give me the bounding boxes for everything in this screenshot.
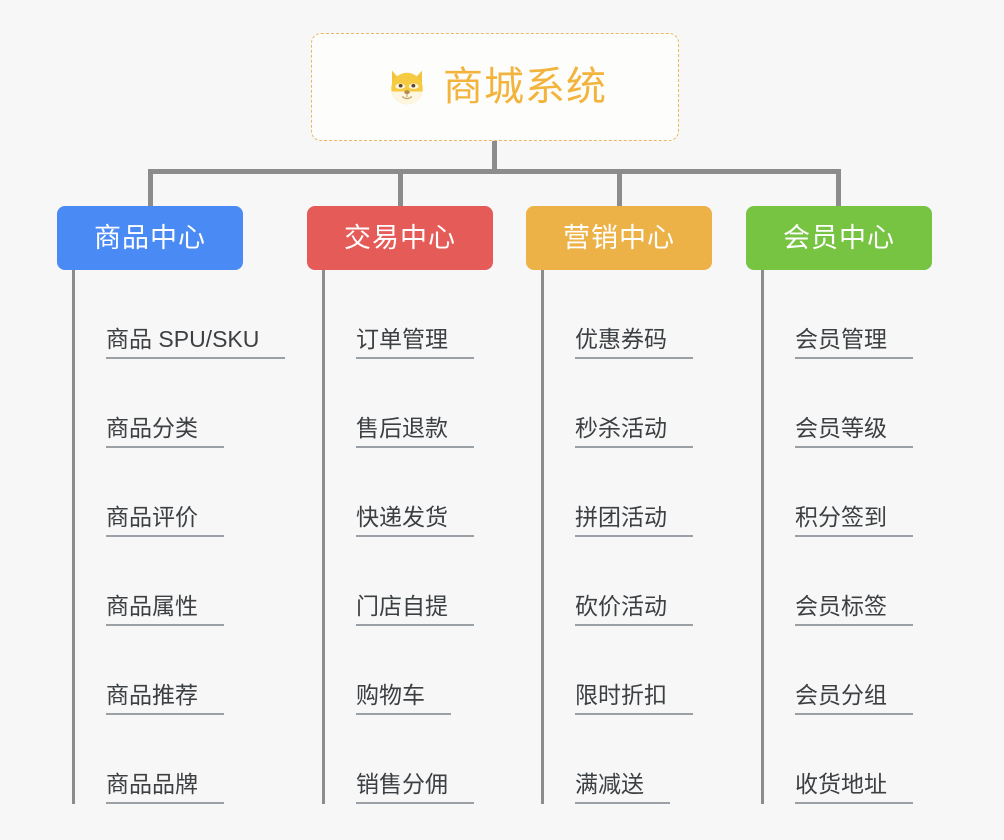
root-title: 商城系统 xyxy=(443,65,607,109)
leaf-column-member: 会员管理 会员等级 积分签到 会员标签 会员分组 收货地址 xyxy=(761,270,913,804)
category-label: 交易中心 xyxy=(344,222,456,253)
leaf-item[interactable]: 商品属性 xyxy=(72,537,285,626)
shiba-dog-face-icon xyxy=(391,70,423,105)
leaf-item[interactable]: 满减送 xyxy=(541,715,693,804)
leaf-item[interactable]: 售后退款 xyxy=(322,359,474,448)
category-box-product[interactable]: 商品中心 xyxy=(57,206,243,270)
leaf-item[interactable]: 商品评价 xyxy=(72,448,285,537)
leaf-label: 购物车 xyxy=(356,682,451,715)
leaf-label: 积分签到 xyxy=(795,504,913,537)
leaf-label: 秒杀活动 xyxy=(575,415,693,448)
leaf-item[interactable]: 销售分佣 xyxy=(322,715,474,804)
leaf-spine xyxy=(761,270,764,804)
leaf-item[interactable]: 会员等级 xyxy=(761,359,913,448)
leaf-label: 快递发货 xyxy=(356,504,474,537)
category-box-trade[interactable]: 交易中心 xyxy=(307,206,493,270)
connector-drop-2 xyxy=(617,169,622,206)
leaf-item[interactable]: 商品 SPU/SKU xyxy=(72,270,286,359)
leaf-spine xyxy=(541,270,544,804)
leaf-item[interactable]: 积分签到 xyxy=(761,448,913,537)
leaf-label: 会员分组 xyxy=(795,682,913,715)
leaf-spine xyxy=(322,270,325,804)
leaf-item[interactable]: 门店自提 xyxy=(322,537,474,626)
leaf-item[interactable]: 商品品牌 xyxy=(72,715,285,804)
connector-root-stem xyxy=(492,141,497,172)
leaf-label: 会员等级 xyxy=(795,415,913,448)
leaf-item[interactable]: 收货地址 xyxy=(761,715,913,804)
leaf-label: 商品品牌 xyxy=(106,771,224,804)
leaf-spine xyxy=(72,270,75,804)
leaf-label: 门店自提 xyxy=(356,593,474,626)
category-label: 商品中心 xyxy=(94,222,206,253)
leaf-item[interactable]: 会员管理 xyxy=(761,270,913,359)
root-node[interactable]: 商城系统 xyxy=(311,33,679,141)
leaf-item[interactable]: 快递发货 xyxy=(322,448,474,537)
category-box-member[interactable]: 会员中心 xyxy=(746,206,932,270)
leaf-item[interactable]: 购物车 xyxy=(322,626,474,715)
leaf-item[interactable]: 会员分组 xyxy=(761,626,913,715)
leaf-label: 商品推荐 xyxy=(106,682,224,715)
leaf-label: 拼团活动 xyxy=(575,504,693,537)
leaf-label: 收货地址 xyxy=(795,771,913,804)
category-label: 营销中心 xyxy=(563,222,675,253)
leaf-label: 销售分佣 xyxy=(356,771,474,804)
leaf-label: 优惠券码 xyxy=(575,326,693,359)
leaf-item[interactable]: 订单管理 xyxy=(322,270,474,359)
leaf-label: 售后退款 xyxy=(356,415,474,448)
leaf-label: 限时折扣 xyxy=(575,682,693,715)
category-label: 会员中心 xyxy=(783,222,895,253)
leaf-item[interactable]: 砍价活动 xyxy=(541,537,693,626)
connector-drop-1 xyxy=(398,169,403,206)
leaf-item[interactable]: 限时折扣 xyxy=(541,626,693,715)
leaf-item[interactable]: 秒杀活动 xyxy=(541,359,693,448)
leaf-label: 商品 SPU/SKU xyxy=(106,326,286,359)
leaf-item[interactable]: 商品推荐 xyxy=(72,626,285,715)
leaf-column-product: 商品 SPU/SKU 商品分类 商品评价 商品属性 商品推荐 商品品牌 xyxy=(72,270,286,804)
leaf-item[interactable]: 会员标签 xyxy=(761,537,913,626)
leaf-label: 商品分类 xyxy=(106,415,224,448)
connector-horizontal-bus xyxy=(150,169,840,174)
leaf-label: 商品评价 xyxy=(106,504,224,537)
connector-drop-0 xyxy=(148,169,153,206)
leaf-label: 会员标签 xyxy=(795,593,913,626)
leaf-column-marketing: 优惠券码 秒杀活动 拼团活动 砍价活动 限时折扣 满减送 xyxy=(541,270,693,804)
leaf-column-trade: 订单管理 售后退款 快递发货 门店自提 购物车 销售分佣 xyxy=(322,270,474,804)
leaf-label: 满减送 xyxy=(575,771,670,804)
leaf-item[interactable]: 拼团活动 xyxy=(541,448,693,537)
leaf-item[interactable]: 优惠券码 xyxy=(541,270,693,359)
leaf-label: 订单管理 xyxy=(356,326,474,359)
leaf-label: 会员管理 xyxy=(795,326,913,359)
leaf-label: 砍价活动 xyxy=(575,593,693,626)
connector-drop-3 xyxy=(836,169,841,206)
leaf-label: 商品属性 xyxy=(106,593,224,626)
leaf-item[interactable]: 商品分类 xyxy=(72,359,285,448)
category-box-marketing[interactable]: 营销中心 xyxy=(526,206,712,270)
